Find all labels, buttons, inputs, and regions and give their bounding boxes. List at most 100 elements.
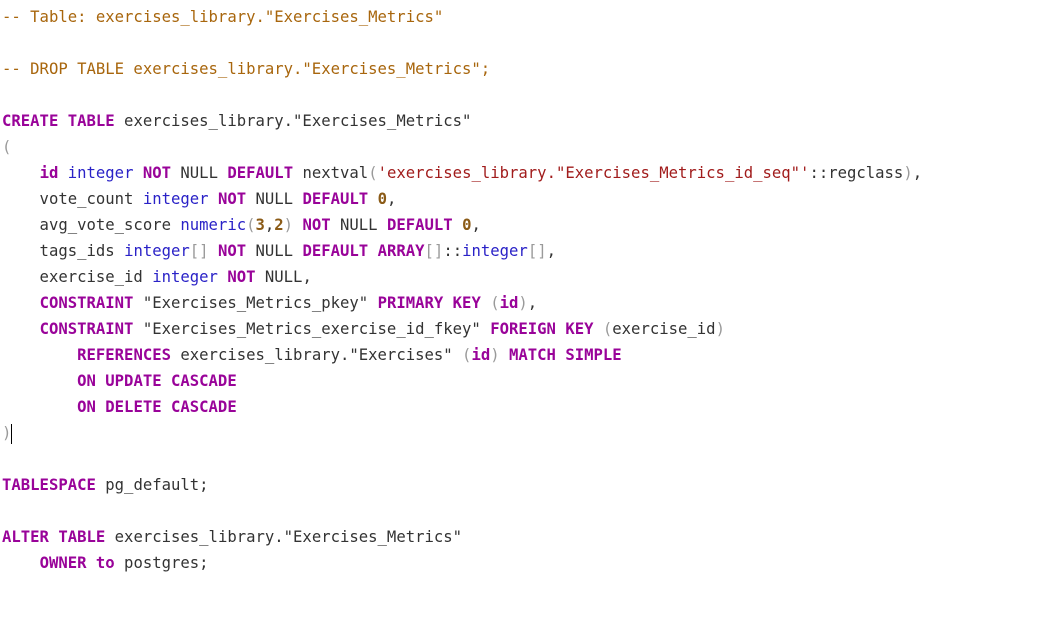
token-bracket: ): [2, 424, 12, 442]
code-line[interactable]: [2, 446, 922, 472]
token-plain: NULL: [246, 190, 303, 208]
token-keyword: DEFAULT: [302, 190, 369, 208]
token-number: 0: [377, 190, 387, 208]
token-plain: [368, 242, 377, 260]
code-line[interactable]: -- DROP TABLE exercises_library."Exercis…: [2, 56, 922, 82]
code-area[interactable]: -- Table: exercises_library."Exercises_M…: [2, 4, 922, 576]
token-string: 'exercises_library."Exercises_Metrics_id…: [377, 164, 810, 182]
token-type: integer: [67, 164, 134, 182]
token-plain: [500, 346, 509, 364]
token-type: integer: [462, 242, 528, 260]
token-plain: tags_ids: [2, 242, 125, 260]
token-plain: NULL: [246, 242, 303, 260]
token-plain: [2, 294, 40, 312]
token-bracket: ): [518, 294, 528, 312]
token-plain: [2, 554, 40, 572]
token-plain: [218, 268, 227, 286]
token-comment: -- Table: exercises_library."Exercises_M…: [2, 8, 444, 26]
token-keyword: DEFAULT: [386, 216, 453, 234]
token-plain: avg_vote_score: [2, 216, 181, 234]
code-line[interactable]: TABLESPACE pg_default;: [2, 472, 922, 498]
token-plain: ,: [546, 242, 556, 260]
token-plain: [368, 190, 377, 208]
token-plain: [2, 346, 77, 364]
token-plain: ,: [471, 216, 481, 234]
token-plain: [453, 216, 462, 234]
token-keyword: CONSTRAINT: [39, 320, 134, 338]
token-plain: postgres;: [114, 554, 209, 572]
token-plain: ,: [386, 190, 397, 208]
token-bracket: (: [246, 216, 256, 234]
token-bracket: []: [424, 242, 444, 260]
code-line[interactable]: -- Table: exercises_library."Exercises_M…: [2, 4, 922, 30]
token-keyword: REFERENCES: [77, 346, 171, 364]
code-line[interactable]: ): [2, 420, 922, 446]
code-line[interactable]: (: [2, 134, 922, 160]
token-keyword: NOT: [217, 190, 247, 208]
token-bracket: (: [602, 320, 613, 338]
token-plain: vote_count: [2, 190, 143, 208]
code-line[interactable]: [2, 498, 922, 524]
code-line[interactable]: ON DELETE CASCADE: [2, 394, 922, 420]
token-bracket: []: [527, 242, 547, 260]
token-plain: exercises_library."Exercises_Metrics": [114, 112, 472, 130]
token-plain: [2, 372, 77, 390]
token-keyword: DEFAULT: [227, 164, 294, 182]
token-keyword: MATCH SIMPLE: [509, 346, 622, 364]
token-number: 0: [462, 216, 472, 234]
code-line[interactable]: vote_count integer NOT NULL DEFAULT 0,: [2, 186, 922, 212]
token-keyword: ON UPDATE CASCADE: [77, 372, 237, 390]
token-plain: exercises_library."Exercises": [171, 346, 463, 364]
token-type: integer: [142, 190, 209, 208]
token-bracket: ): [715, 320, 725, 338]
token-plain: [594, 320, 603, 338]
token-keyword: FOREIGN KEY: [490, 320, 594, 338]
token-keyword: id: [499, 294, 519, 312]
token-plain: NULL: [330, 216, 387, 234]
token-number: 3: [255, 216, 265, 234]
token-plain: ::regclass: [809, 164, 904, 182]
text-cursor: [11, 423, 13, 444]
token-keyword: CREATE TABLE: [2, 112, 115, 130]
token-plain: [209, 242, 218, 260]
token-plain: [2, 164, 40, 182]
token-keyword: id: [471, 346, 491, 364]
code-line[interactable]: CREATE TABLE exercises_library."Exercise…: [2, 108, 922, 134]
token-plain: ,: [264, 216, 275, 234]
token-bracket: (: [462, 346, 472, 364]
token-plain: [481, 294, 490, 312]
token-keyword: CONSTRAINT: [39, 294, 134, 312]
code-line[interactable]: CONSTRAINT "Exercises_Metrics_pkey" PRIM…: [2, 290, 922, 316]
code-line[interactable]: id integer NOT NULL DEFAULT nextval('exe…: [2, 160, 923, 186]
code-line[interactable]: tags_ids integer[] NOT NULL DEFAULT ARRA…: [2, 238, 922, 264]
code-line[interactable]: avg_vote_score numeric(3,2) NOT NULL DEF…: [2, 212, 922, 238]
token-plain: exercise_id: [2, 268, 153, 286]
token-keyword: OWNER to: [39, 554, 115, 572]
token-type: integer: [152, 268, 218, 286]
code-line[interactable]: [2, 30, 922, 56]
code-line[interactable]: CONSTRAINT "Exercises_Metrics_exercise_i…: [2, 316, 922, 342]
token-plain: NULL,: [255, 268, 312, 286]
token-plain: exercise_id: [612, 320, 716, 338]
token-keyword: NOT: [217, 242, 247, 260]
token-plain: [133, 164, 142, 182]
token-type: numeric: [180, 216, 247, 234]
token-plain: "Exercises_Metrics_pkey": [133, 294, 378, 312]
token-bracket: (: [368, 164, 378, 182]
code-line[interactable]: [2, 82, 922, 108]
token-plain: ,: [527, 294, 538, 312]
code-line[interactable]: OWNER to postgres;: [2, 550, 922, 576]
token-bracket: ): [903, 164, 913, 182]
token-plain: [2, 398, 77, 416]
token-plain: nextval: [293, 164, 369, 182]
code-line[interactable]: REFERENCES exercises_library."Exercises"…: [2, 342, 922, 368]
token-number: 2: [274, 216, 284, 234]
token-comment: -- DROP TABLE exercises_library."Exercis…: [2, 60, 491, 78]
code-line[interactable]: ALTER TABLE exercises_library."Exercises…: [2, 524, 922, 550]
code-line[interactable]: ON UPDATE CASCADE: [2, 368, 922, 394]
token-keyword: NOT: [227, 268, 256, 286]
token-plain: [2, 320, 40, 338]
code-line[interactable]: exercise_id integer NOT NULL,: [2, 264, 922, 290]
token-bracket: ): [490, 346, 500, 364]
